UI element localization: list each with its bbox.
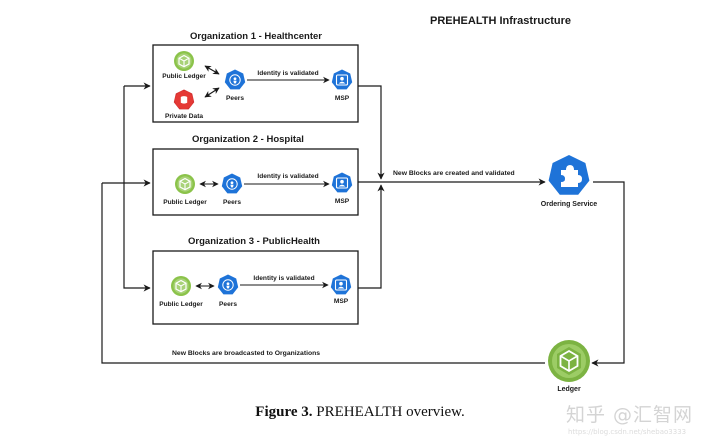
ordering-service-label: Ordering Service	[540, 201, 598, 208]
figure-caption-label: Figure 3.	[255, 404, 313, 420]
figure-caption: Figure 3. PREHEALTH overview.	[0, 404, 720, 421]
org3-msp-label: MSP	[333, 298, 349, 305]
org1-public-ledger-label: Public Ledger	[162, 73, 206, 80]
ordering-service-icon	[548, 155, 590, 195]
org3-identity-label: Identity is validated	[253, 275, 315, 282]
org1-private-data-label: Private Data	[164, 113, 204, 120]
diagram-title: PREHEALTH Infrastructure	[430, 15, 571, 27]
org2-public-ledger-label: Public Ledger	[163, 199, 207, 206]
org1-public-ledger-icon	[173, 50, 195, 72]
org2-title: Organization 2 - Hospital	[192, 134, 304, 145]
watermark: 知乎 @汇智网	[566, 404, 694, 426]
ledger-label: Ledger	[557, 386, 581, 393]
org1-private-peer-arrow	[204, 87, 220, 98]
broadcast-connectors	[101, 82, 545, 364]
org1-peers-label: Peers	[226, 95, 244, 102]
org1-identity-label: Identity is validated	[257, 70, 319, 77]
ledger-icon	[548, 340, 590, 382]
org3-peers-label: Peers	[219, 301, 237, 308]
org1-ledger-peer-arrow	[204, 65, 220, 75]
org3-title: Organization 3 - PublicHealth	[188, 236, 320, 247]
org2-public-ledger-icon	[174, 173, 196, 195]
edge-broadcast-label: New Blocks are broadcasted to Organizati…	[172, 350, 321, 357]
org2-identity-label: Identity is validated	[257, 173, 319, 180]
org3-public-ledger-icon	[170, 275, 192, 297]
org1-title: Organization 1 - Healthcenter	[190, 31, 322, 42]
org2-peers-label: Peers	[223, 199, 241, 206]
figure-caption-text: PREHEALTH overview.	[312, 404, 465, 420]
validation-connectors	[358, 85, 625, 367]
org3-public-ledger-label: Public Ledger	[159, 301, 203, 308]
org1-msp-label: MSP	[334, 95, 350, 102]
watermark-url: https://blog.csdn.net/shebao3333	[568, 428, 687, 436]
org2-msp-label: MSP	[334, 198, 350, 205]
edge-created-label: New Blocks are created and validated	[393, 170, 515, 177]
